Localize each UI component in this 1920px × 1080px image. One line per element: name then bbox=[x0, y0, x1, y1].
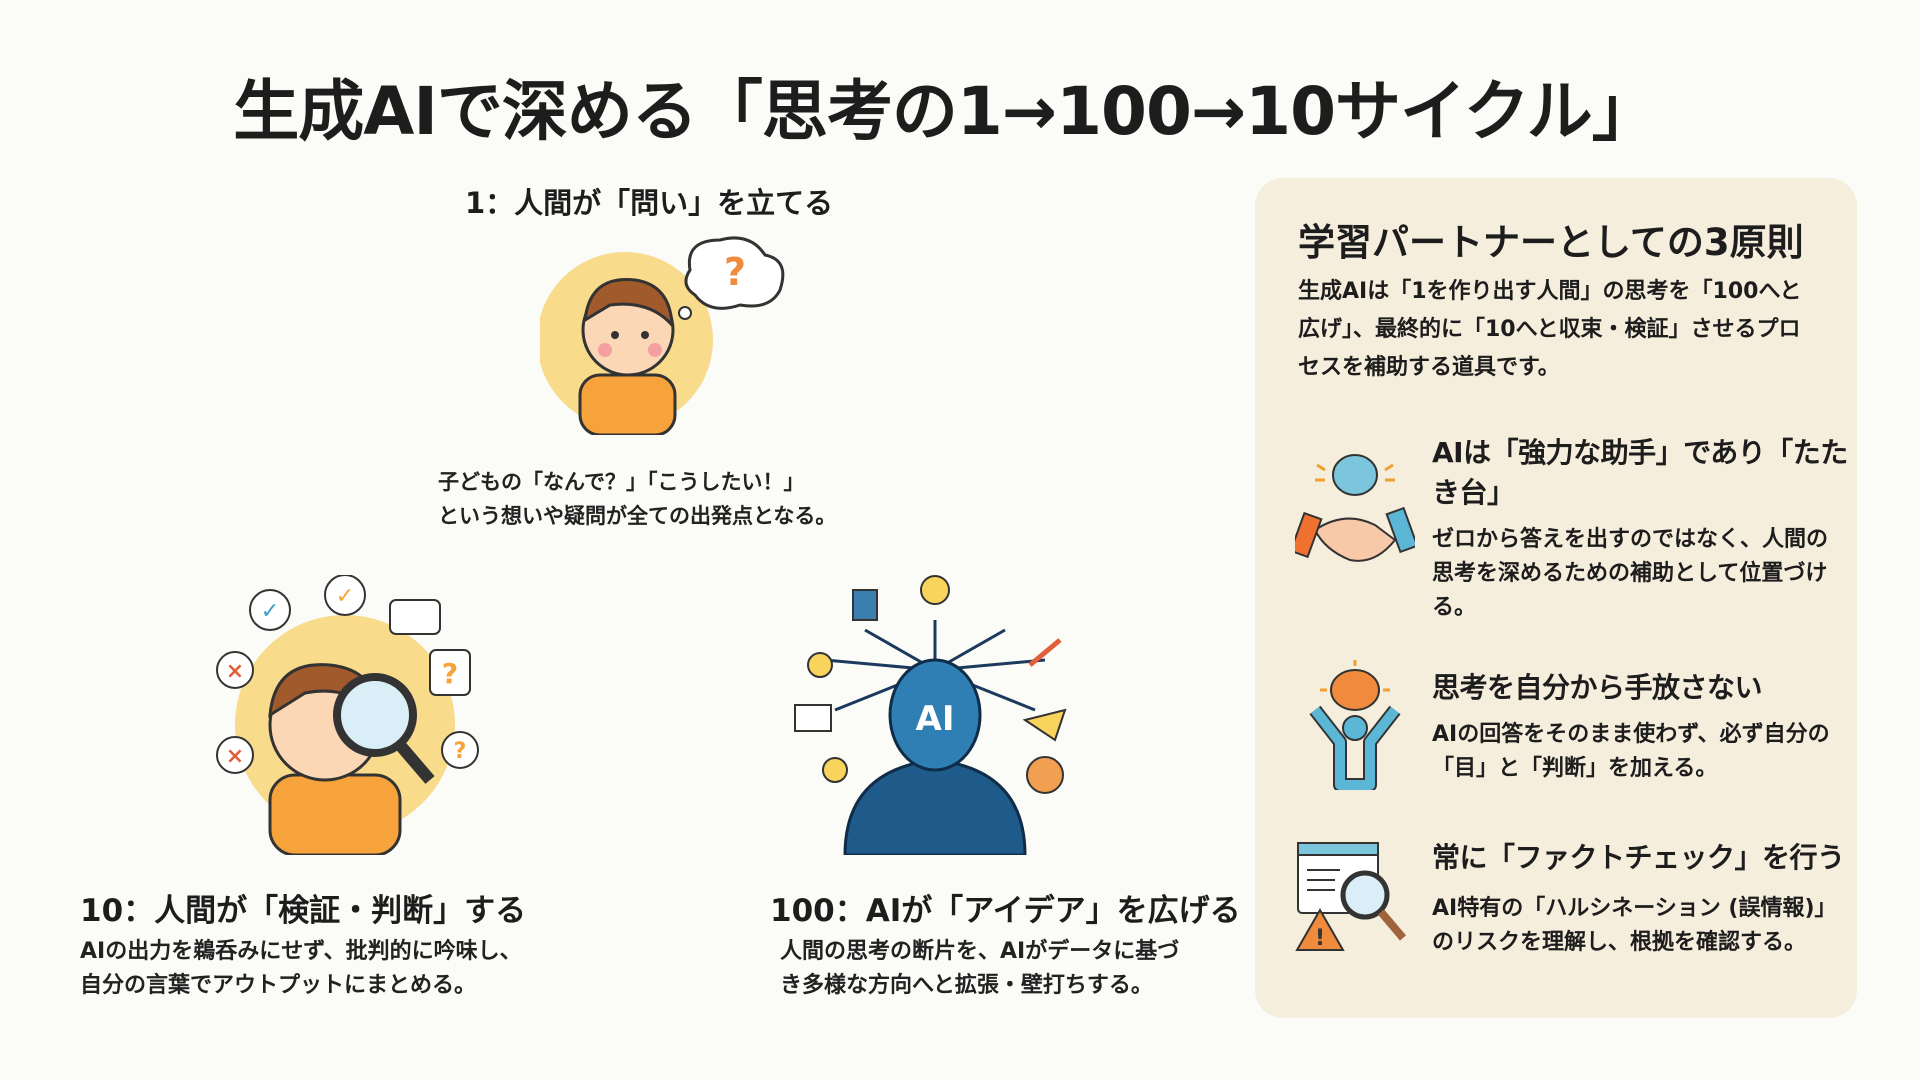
svg-text:×: × bbox=[226, 659, 244, 684]
principle-3-text: AI特有の「ハルシネーション (誤情報)」のリスクを理解し、根拠を確認する。 bbox=[1432, 896, 1826, 955]
svg-text:×: × bbox=[226, 744, 244, 769]
principle-2-text: AIの回答をそのまま使わず、必ず自分の「目」と「判断」を加える。 bbox=[1432, 722, 1830, 781]
svg-text:✓: ✓ bbox=[336, 584, 354, 609]
step-1-text-line: という想いや疑問が全ての出発点となる。 bbox=[438, 504, 837, 528]
person-brain-icon bbox=[1309, 660, 1401, 790]
step-100-text-line: 人間の思考の断片を、AIがデータに基づ bbox=[780, 939, 1180, 964]
step-10-text-line: 自分の言葉でアウトプットにまとめる。 bbox=[80, 973, 477, 998]
handshake-brain-icon bbox=[1295, 454, 1415, 562]
svg-text:✓: ✓ bbox=[261, 599, 279, 624]
step-1-text: 子どもの「なんで？」「こうしたい！」 という想いや疑問が全ての出発点となる。 bbox=[438, 465, 836, 533]
panel-title: 学習パートナーとしての3原則 bbox=[1298, 221, 1804, 264]
principle-2-heading: 思考を自分から手放さない bbox=[1432, 671, 1763, 704]
step-10-text: AIの出力を鵜呑みにせず、批判的に吟味し、 自分の言葉でアウトプットにまとめる。 bbox=[80, 935, 522, 1003]
step-100-heading: 100：AIが「アイデア」を広げる bbox=[770, 893, 1241, 929]
svg-text:!: ! bbox=[1315, 926, 1325, 951]
ai-label: AI bbox=[916, 699, 955, 739]
ai-robot-icon: AI bbox=[794, 575, 1067, 855]
page-title: 生成AIで深める「思考の1→100→10サイクル」 bbox=[233, 73, 1657, 150]
principle-3-heading: 常に「ファクトチェック」を行う bbox=[1432, 841, 1845, 874]
step-100-text-line: き多様な方向へと拡張・壁打ちする。 bbox=[780, 973, 1153, 998]
step-100-text: 人間の思考の断片を、AIがデータに基づ き多様な方向へと拡張・壁打ちする。 bbox=[780, 935, 1179, 1003]
step-1-heading: 1：人間が「問い」を立てる bbox=[465, 186, 834, 220]
svg-text:?: ? bbox=[454, 739, 467, 764]
fact-check-icon: ! bbox=[1295, 842, 1407, 951]
step-1-text-line: 子どもの「なんで？」「こうしたい！」 bbox=[438, 470, 805, 494]
panel-intro: 生成AIは「1を作り出す人間」の思考を「100へと広げ」、最終的に「10へと収束… bbox=[1298, 279, 1802, 380]
child-magnifier-icon: × × ✓ ✓ ? ? bbox=[216, 575, 479, 855]
step-10-text-line: AIの出力を鵜呑みにせず、批判的に吟味し、 bbox=[80, 939, 522, 964]
principle-1-text: ゼロから答えを出すのではなく、人間の思考を深めるための補助として位置づける。 bbox=[1432, 527, 1829, 620]
step-10-heading: 10：人間が「検証・判断」する bbox=[80, 893, 527, 929]
principle-1-heading: AIは「強力な助手」であり「たたき台」 bbox=[1432, 436, 1848, 509]
svg-text:?: ? bbox=[442, 657, 458, 690]
thinking-child-icon: ? bbox=[540, 236, 785, 435]
svg-text:?: ? bbox=[724, 250, 746, 294]
